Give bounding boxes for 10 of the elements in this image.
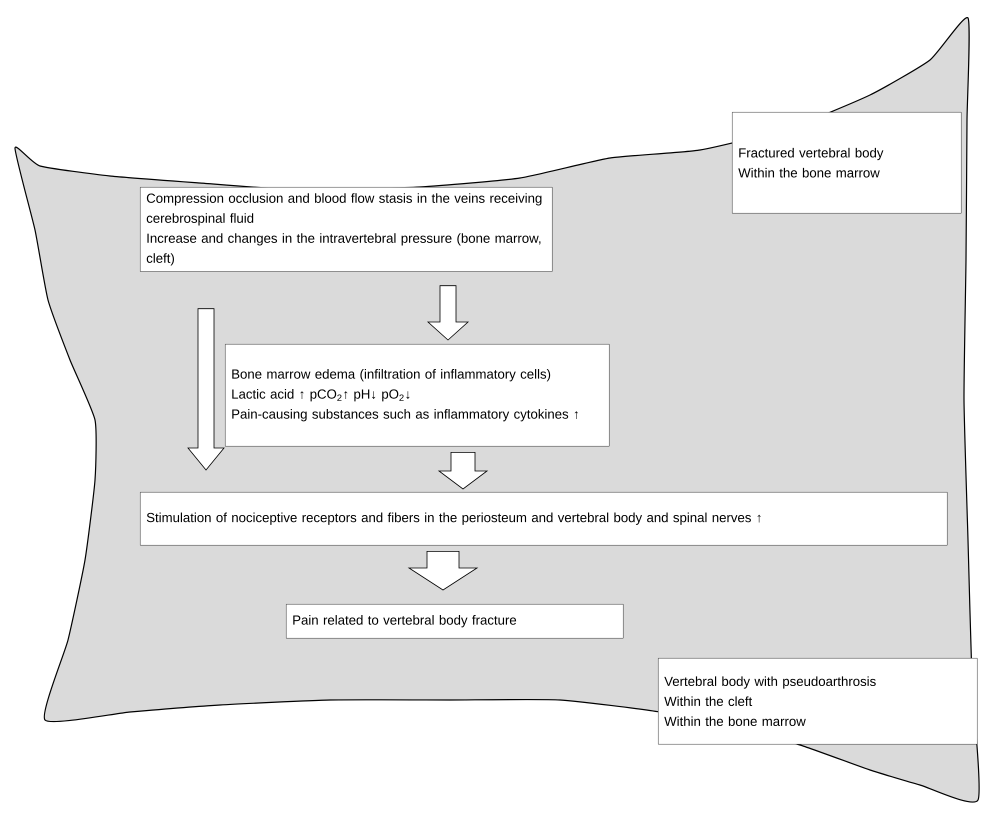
block-arrow xyxy=(438,452,488,490)
text-box: Compression occlusion and blood flow stasis in the veins receiving cerebrospinal fluid Increase and changes in the intravertebral pressure (bone marrow, cleft) xyxy=(140,187,552,272)
text-box: Fractured vertebral body Within the bone marrow xyxy=(732,112,962,214)
block-arrow xyxy=(408,551,478,590)
text-box: Pain related to vertebral body fracture xyxy=(286,604,624,638)
block-arrow xyxy=(187,308,225,471)
text-box: Bone marrow edema (infiltration of inflammatory cells) Lactic acid ↑ pCO$_{2}$↑ pH↓ pO$_{2}$↓ Pain-causing substances such as inflammatory cytokines ↑ xyxy=(225,344,610,446)
text-box: Vertebral body with pseudoarthrosis Within the cleft Within the bone marrow xyxy=(658,658,978,744)
text-box: Stimulation of nociceptive receptors and fibers in the periosteum and vertebral body and spinal nerves ↑ xyxy=(140,492,948,546)
block-arrow xyxy=(426,285,470,341)
